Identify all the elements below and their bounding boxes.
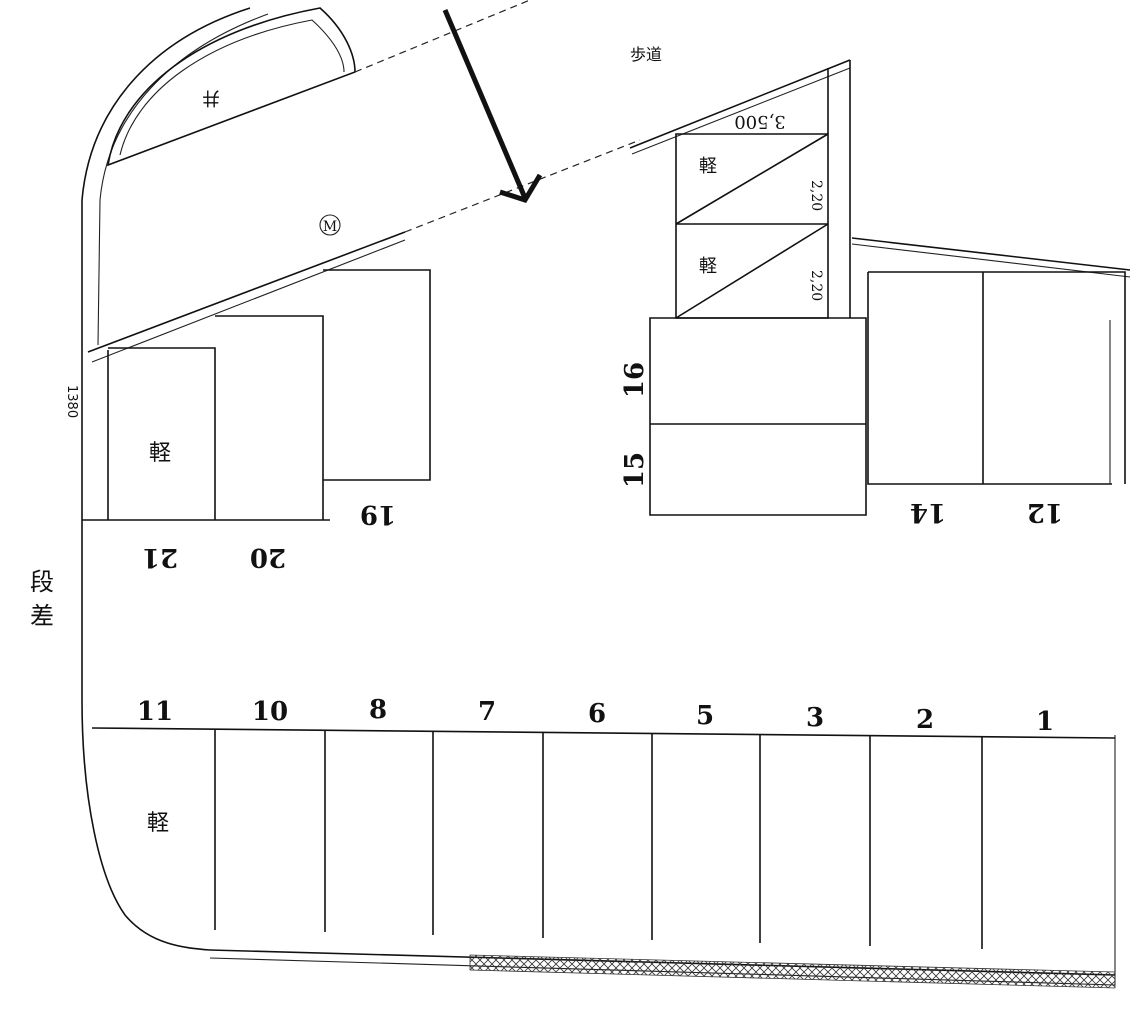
space-number-8: 8: [369, 695, 387, 725]
dimension-220-b: 2,20: [808, 270, 824, 301]
space-number-11: 11: [137, 697, 173, 727]
upper-right-spaces: 14 12: [851, 237, 1131, 527]
planter-island: 井: [106, 7, 356, 167]
side-dimension: 1380: [64, 385, 79, 418]
space-number-3: 3: [806, 703, 824, 733]
space-number-6: 6: [588, 699, 606, 729]
space-number-5: 5: [696, 701, 714, 731]
sidewalk-label: 歩道: [630, 45, 662, 64]
kei-space-11: 軽: [147, 811, 169, 836]
space-number-19: 19: [360, 499, 396, 529]
kei-upper-spaces: 軽 軽 3,500 2,20 2,20: [675, 60, 851, 319]
bottom-row-spaces: 軽 11 10 8 7 6 5 3 2 1: [91, 695, 1116, 949]
step-label-top: 段: [30, 568, 54, 596]
space-number-15: 15: [620, 452, 650, 488]
circle-mark-label: M: [323, 219, 337, 235]
island-mark: 井: [202, 87, 220, 108]
space-number-2: 2: [916, 705, 934, 735]
upper-mid-spaces: 16 15: [620, 317, 867, 516]
kei-space-b: 軽: [699, 256, 717, 277]
space-number-21: 21: [142, 542, 178, 572]
site-boundary: [81, 7, 1116, 986]
space-number-10: 10: [252, 697, 288, 727]
hatched-strip: [469, 954, 1116, 989]
space-number-12: 12: [1027, 497, 1063, 527]
kei-space-a: 軽: [699, 156, 717, 177]
step-label-bottom: 差: [30, 602, 54, 630]
space-number-14: 14: [910, 497, 946, 527]
space-number-7: 7: [478, 697, 496, 727]
upper-left-spaces: 軽 1380 21 20 19: [64, 269, 431, 572]
space-number-16: 16: [620, 362, 650, 398]
entrance-arrow-icon: [442, 9, 543, 203]
dimension-3500: 3,500: [734, 111, 786, 132]
space-number-1: 1: [1036, 707, 1054, 737]
kei-space-21: 軽: [149, 441, 171, 466]
space-number-20: 20: [250, 542, 286, 572]
circle-mark: M: [319, 214, 341, 236]
dimension-220-a: 2,20: [808, 180, 824, 211]
